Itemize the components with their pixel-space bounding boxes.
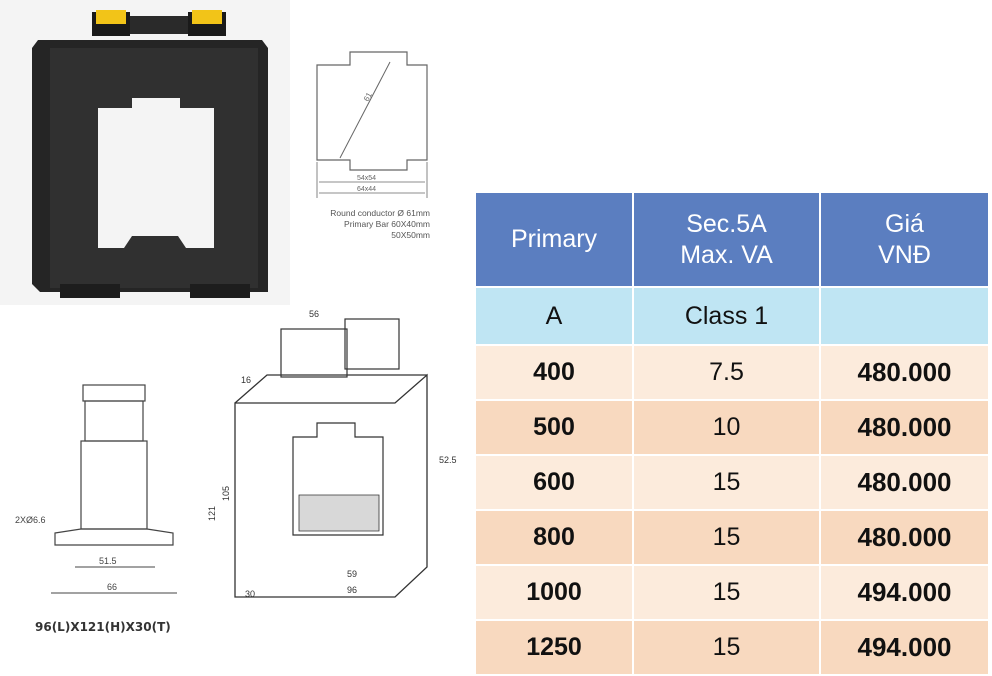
svg-text:96: 96: [347, 585, 357, 595]
svg-text:61: 61: [362, 90, 374, 103]
header-price-line-1: Giá: [885, 209, 924, 238]
dimensions-caption: 96(L)X121(H)X30(T): [35, 620, 171, 634]
cell-price: 480.000: [819, 344, 990, 401]
header-sec-va: Sec.5A Max. VA: [632, 191, 821, 288]
note-line-3: 50X50mm: [391, 230, 430, 240]
header-price-line-2: VNĐ: [878, 240, 931, 269]
table-row: 1000 15 494.000: [474, 564, 990, 621]
svg-text:59: 59: [347, 569, 357, 579]
svg-text:54x54: 54x54: [357, 175, 376, 182]
header-primary: Primary: [474, 191, 634, 288]
svg-text:66: 66: [107, 582, 117, 592]
cell-primary: 600: [474, 454, 634, 511]
table-row: 800 15 480.000: [474, 509, 990, 566]
drawing-note: Round conductor Ø 61mm Primary Bar 60X40…: [275, 208, 430, 241]
table-header-row: Primary Sec.5A Max. VA Giá VNĐ: [474, 191, 990, 288]
cell-price: 480.000: [819, 509, 990, 566]
header-primary-label: Primary: [510, 225, 598, 253]
cell-va: 15: [632, 454, 821, 511]
cell-va: 7.5: [632, 344, 821, 401]
cell-primary: 400: [474, 344, 634, 401]
svg-text:56: 56: [309, 309, 319, 319]
svg-text:52.5: 52.5: [439, 455, 457, 465]
header-sec-line-1: Sec.5A: [686, 209, 767, 238]
cell-va: 15: [632, 564, 821, 621]
cell-primary: 1250: [474, 619, 634, 676]
cell-price: 494.000: [819, 619, 990, 676]
unit-class: Class 1: [632, 286, 821, 346]
unit-primary: A: [474, 286, 634, 346]
unit-price: [819, 286, 990, 346]
svg-text:2XØ6.6: 2XØ6.6: [15, 515, 46, 525]
price-table: Primary Sec.5A Max. VA Giá VNĐ A Class 1…: [474, 191, 990, 676]
cell-primary: 500: [474, 399, 634, 456]
note-line-2: Primary Bar 60X40mm: [344, 219, 430, 229]
product-photo: [0, 0, 290, 305]
table-row: 1250 15 494.000: [474, 619, 990, 676]
svg-text:64x44: 64x44: [357, 186, 376, 193]
table-row: 600 15 480.000: [474, 454, 990, 511]
svg-text:51.5: 51.5: [99, 556, 117, 566]
table-unit-row: A Class 1: [474, 286, 990, 346]
header-price: Giá VNĐ: [819, 191, 990, 288]
header-sec-line-2: Max. VA: [680, 240, 773, 269]
cell-price: 480.000: [819, 454, 990, 511]
side-view-drawing: 2XØ6.6 51.5 66: [15, 375, 190, 635]
cell-primary: 800: [474, 509, 634, 566]
cell-va: 15: [632, 619, 821, 676]
svg-text:16: 16: [241, 375, 251, 385]
cell-primary: 1000: [474, 564, 634, 621]
cell-price: 494.000: [819, 564, 990, 621]
svg-text:105: 105: [221, 486, 231, 501]
svg-text:30: 30: [245, 589, 255, 599]
note-line-1: Round conductor Ø 61mm: [330, 208, 430, 218]
svg-text:121: 121: [207, 506, 217, 521]
cell-va: 10: [632, 399, 821, 456]
window-dimension-drawing: 61 54x54 64x44: [295, 40, 470, 250]
isometric-dimension-drawing: 56 16 105 121 52.5 59 96 30: [195, 285, 475, 645]
cell-va: 15: [632, 509, 821, 566]
table-row: 400 7.5 480.000: [474, 344, 990, 401]
cell-price: 480.000: [819, 399, 990, 456]
table-row: 500 10 480.000: [474, 399, 990, 456]
